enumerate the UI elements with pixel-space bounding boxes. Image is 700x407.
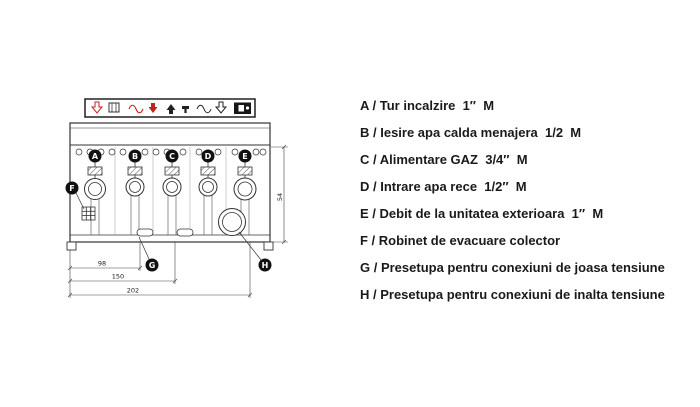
legend-item-g: G / Presetupa pentru conexiuni de joasa … (360, 260, 665, 275)
cable-slots (136, 228, 194, 237)
port-a-label-badge (88, 149, 102, 163)
port-d-label-badge (201, 149, 215, 163)
legend-item-d: D / Intrare apa rece 1/2″ M (360, 179, 527, 194)
gas-wave-icon (196, 104, 212, 114)
dimension-202: 202 (127, 287, 139, 295)
hot-water-wave-icon (128, 104, 144, 114)
legend-item-a: A / Tur incalzire 1″ M (360, 98, 495, 113)
callout-f-label: F (69, 184, 74, 193)
dimensions: 98 150 202 54 (67, 144, 288, 298)
callout-g-badge (145, 258, 159, 272)
callout-h-badge (258, 258, 272, 272)
port-b-label-badge (128, 149, 142, 163)
callout-g-label: G (149, 261, 156, 270)
dimension-54: 54 (276, 193, 284, 201)
tap-icon (182, 106, 189, 113)
port-e-label-badge (238, 149, 252, 163)
port-e: E (233, 149, 257, 201)
callout-f-badge (65, 181, 79, 195)
legend-item-f: F / Robinet de evacuare colector (360, 233, 561, 248)
callout-h-label: H (262, 261, 269, 270)
scallop-row (75, 148, 267, 156)
port-a-label: A (92, 152, 99, 161)
port-c-label: C (169, 152, 175, 161)
drain-valve (81, 206, 96, 221)
dimension-150: 150 (112, 273, 124, 281)
unit-bottom-view-drawing: A B C (65, 98, 288, 298)
port-a: A (84, 149, 106, 200)
port-d: D (198, 149, 218, 197)
callout-g: G (138, 236, 159, 272)
legend-item-c: C / Alimentare GAZ 3/4″ M (360, 152, 528, 167)
port-c: C (162, 149, 182, 197)
technical-drawing: A B C (55, 90, 305, 310)
outdoor-unit-icon (234, 102, 251, 114)
port-b-label: B (132, 152, 138, 161)
dimension-98: 98 (98, 260, 106, 268)
port-e-label: E (242, 152, 247, 161)
connection-icons-strip (84, 98, 256, 118)
port-c-label-badge (165, 149, 179, 163)
pipes (90, 194, 250, 235)
hot-water-out-arrow-icon (148, 103, 158, 113)
return-arrow-icon (214, 101, 228, 114)
callout-h: H (238, 231, 272, 272)
high-voltage-grommet (218, 208, 246, 236)
radiator-icon (108, 102, 120, 113)
legend-item-h: H / Presetupa pentru conexiuni de inalta… (360, 287, 665, 302)
cold-water-in-arrow-icon (166, 104, 176, 114)
legend-item-b: B / Iesire apa calda menajera 1/2 M (360, 125, 582, 140)
callout-f: F (65, 181, 85, 210)
heating-flow-arrow-icon (90, 101, 104, 114)
legend-item-e: E / Debit de la unitatea exterioara 1″ M (360, 206, 604, 221)
port-d-label: D (205, 152, 212, 161)
port-b: B (125, 149, 145, 197)
legend: A / Tur incalzire 1″ M B / Iesire apa ca… (360, 92, 690, 308)
